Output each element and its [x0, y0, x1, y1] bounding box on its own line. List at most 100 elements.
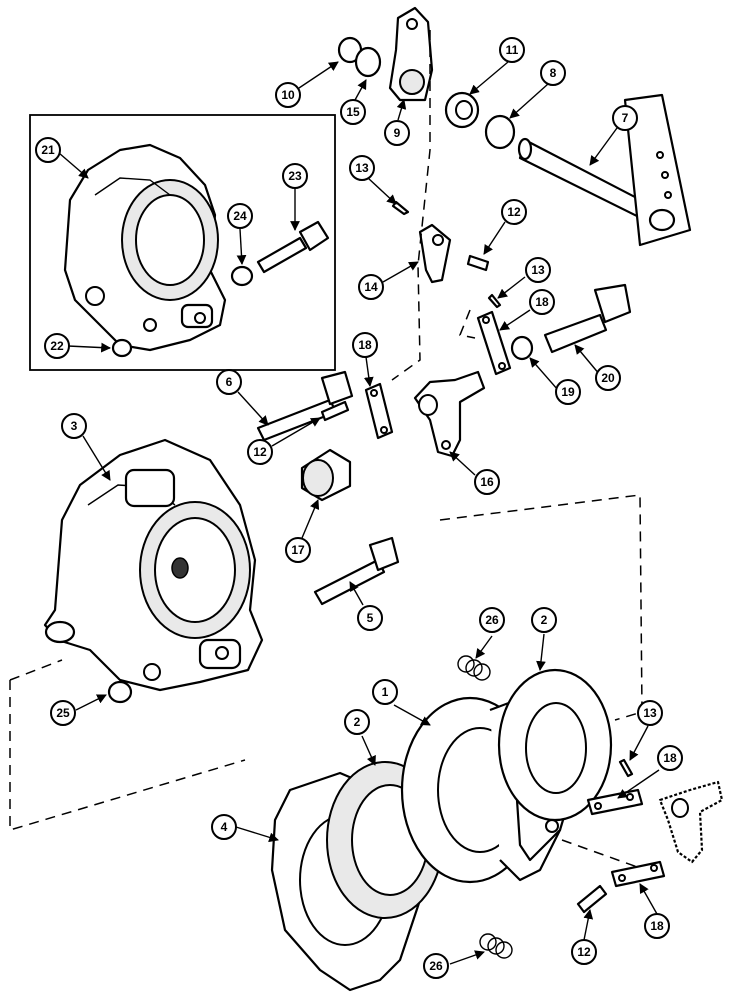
svg-text:22: 22 [50, 339, 64, 353]
svg-text:6: 6 [226, 375, 233, 389]
callout-5: 5 [357, 605, 383, 631]
svg-text:21: 21 [41, 143, 55, 157]
svg-text:9: 9 [394, 126, 401, 140]
callout-8: 8 [540, 60, 566, 86]
svg-text:7: 7 [622, 111, 629, 125]
callout-16: 16 [474, 469, 500, 495]
svg-text:8: 8 [550, 66, 557, 80]
callout-10: 10 [275, 82, 301, 108]
svg-text:15: 15 [346, 105, 360, 119]
svg-text:2: 2 [354, 715, 361, 729]
lever-ghost-part-16-lower [658, 780, 724, 864]
link-part-18-bottom [610, 860, 666, 888]
pin-part-12-bottom [576, 884, 608, 914]
svg-text:4: 4 [221, 820, 228, 834]
svg-text:26: 26 [485, 613, 499, 627]
washer-part-22 [111, 338, 133, 358]
washer-part-24 [230, 265, 254, 287]
callout-12-top: 12 [501, 199, 527, 225]
inset-frame [29, 114, 336, 371]
svg-text:25: 25 [56, 706, 70, 720]
callout-26-top: 26 [479, 607, 505, 633]
callout-9: 9 [384, 120, 410, 146]
link-part-18-top [476, 310, 512, 376]
svg-text:12: 12 [507, 205, 521, 219]
svg-text:13: 13 [531, 263, 545, 277]
callout-7: 7 [612, 105, 638, 131]
svg-text:14: 14 [364, 280, 378, 294]
spring-part-26-top [457, 655, 491, 681]
svg-text:13: 13 [643, 706, 657, 720]
svg-text:18: 18 [663, 751, 677, 765]
svg-text:23: 23 [288, 169, 302, 183]
svg-text:2: 2 [541, 613, 548, 627]
shaft-part-7 [517, 93, 692, 247]
link-part-18-mid [364, 382, 394, 440]
cotter-pin-part-13-lower [618, 758, 634, 778]
pin-part-12-top [466, 254, 490, 272]
bushing-part-17 [300, 448, 352, 502]
svg-text:18: 18 [358, 338, 372, 352]
guide-line-right [458, 309, 476, 339]
callout-18-top: 18 [529, 289, 555, 315]
brake-housing-alt-part-21 [63, 143, 227, 352]
callout-19: 19 [555, 379, 581, 405]
callout-12-bottom: 12 [571, 939, 597, 965]
callout-13-lower: 13 [637, 700, 663, 726]
svg-text:26: 26 [429, 959, 443, 973]
callout-15: 15 [340, 99, 366, 125]
callout-18-lower: 18 [657, 745, 683, 771]
callout-1: 1 [372, 679, 398, 705]
clevis-part-14 [418, 223, 452, 284]
callout-18-mid: 18 [352, 332, 378, 358]
callout-24: 24 [227, 203, 253, 229]
svg-text:18: 18 [650, 919, 664, 933]
seal-part-15 [354, 46, 382, 78]
svg-text:12: 12 [253, 445, 267, 459]
callout-3: 3 [61, 413, 87, 439]
callout-13-mid: 13 [525, 257, 551, 283]
friction-disc-part-2-right [497, 668, 613, 822]
guide-line-lower-frame [9, 494, 643, 832]
callout-22: 22 [44, 333, 70, 359]
callout-14: 14 [358, 274, 384, 300]
callout-25: 25 [50, 700, 76, 726]
callout-11: 11 [499, 37, 525, 63]
callout-21: 21 [35, 137, 61, 163]
svg-text:18: 18 [535, 295, 549, 309]
spring-part-26-bottom [479, 933, 513, 959]
svg-text:20: 20 [601, 371, 615, 385]
cotter-pin-part-13-mid [487, 293, 502, 309]
pin-part-12-mid [320, 400, 350, 422]
svg-text:5: 5 [367, 611, 374, 625]
callout-23: 23 [282, 163, 308, 189]
svg-text:17: 17 [291, 543, 305, 557]
callout-2-right: 2 [531, 607, 557, 633]
svg-text:11: 11 [506, 43, 519, 57]
lever-part-16 [413, 370, 486, 458]
svg-text:16: 16 [480, 475, 494, 489]
guide-line-upper [391, 30, 431, 381]
callout-13-top: 13 [349, 155, 375, 181]
callout-18-bottom: 18 [644, 913, 670, 939]
svg-text:24: 24 [233, 209, 247, 223]
callout-2-left: 2 [344, 709, 370, 735]
callout-20: 20 [595, 365, 621, 391]
guide-line-links [561, 839, 641, 869]
callout-17: 17 [285, 537, 311, 563]
washer-part-19 [510, 335, 534, 361]
svg-text:3: 3 [71, 419, 78, 433]
brake-housing-part-3 [43, 438, 264, 692]
bolt-part-20 [543, 283, 632, 354]
svg-text:19: 19 [561, 385, 575, 399]
callout-12-mid: 12 [247, 439, 273, 465]
bolt-part-5 [313, 536, 400, 606]
callout-4: 4 [211, 814, 237, 840]
washer-part-8 [484, 114, 516, 150]
seal-part-11 [444, 91, 480, 129]
callout-26-bottom: 26 [423, 953, 449, 979]
callout-6: 6 [216, 369, 242, 395]
svg-text:12: 12 [577, 945, 591, 959]
svg-text:13: 13 [355, 161, 369, 175]
